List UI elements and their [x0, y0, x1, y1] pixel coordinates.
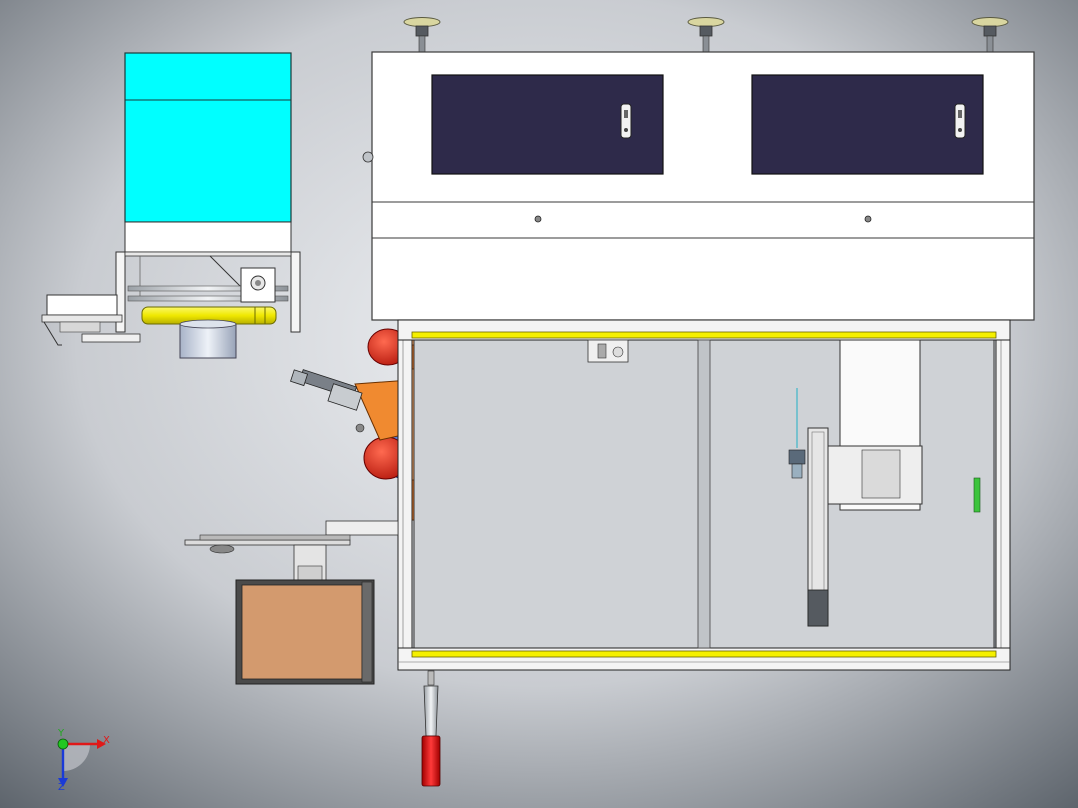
y-axis-dot-icon: [57, 738, 69, 750]
top-sensor: [587, 339, 629, 363]
yellow-safety-rail: [411, 650, 997, 658]
main-cabinet: [362, 17, 1035, 321]
handle-grip: [421, 735, 441, 787]
hopper-feeder: [41, 52, 301, 359]
enclosure-frame: [397, 319, 1011, 671]
z-axis-label: Z: [58, 782, 65, 793]
yellow-safety-rail: [411, 331, 997, 339]
indicator-light: [973, 477, 981, 513]
hopper-bin: [124, 52, 292, 223]
screw-icon: [534, 215, 542, 223]
y-axis-label: Y: [57, 728, 65, 739]
lever-handle: [421, 670, 441, 787]
robot-gripper: [290, 369, 365, 433]
door-latch-icon: [954, 103, 966, 139]
screw-icon: [864, 215, 872, 223]
leveling-foot: [403, 17, 441, 53]
side-knob-icon: [362, 151, 374, 163]
carton-box: [235, 579, 375, 685]
axis-triad: X Y Z: [57, 728, 110, 793]
leveling-foot: [687, 17, 725, 53]
x-axis-label: X: [103, 735, 110, 746]
cabinet-window-right: [751, 74, 984, 175]
base-cylinder: [179, 323, 237, 359]
door-latch-icon: [620, 103, 632, 139]
linear-axis: [788, 388, 829, 627]
